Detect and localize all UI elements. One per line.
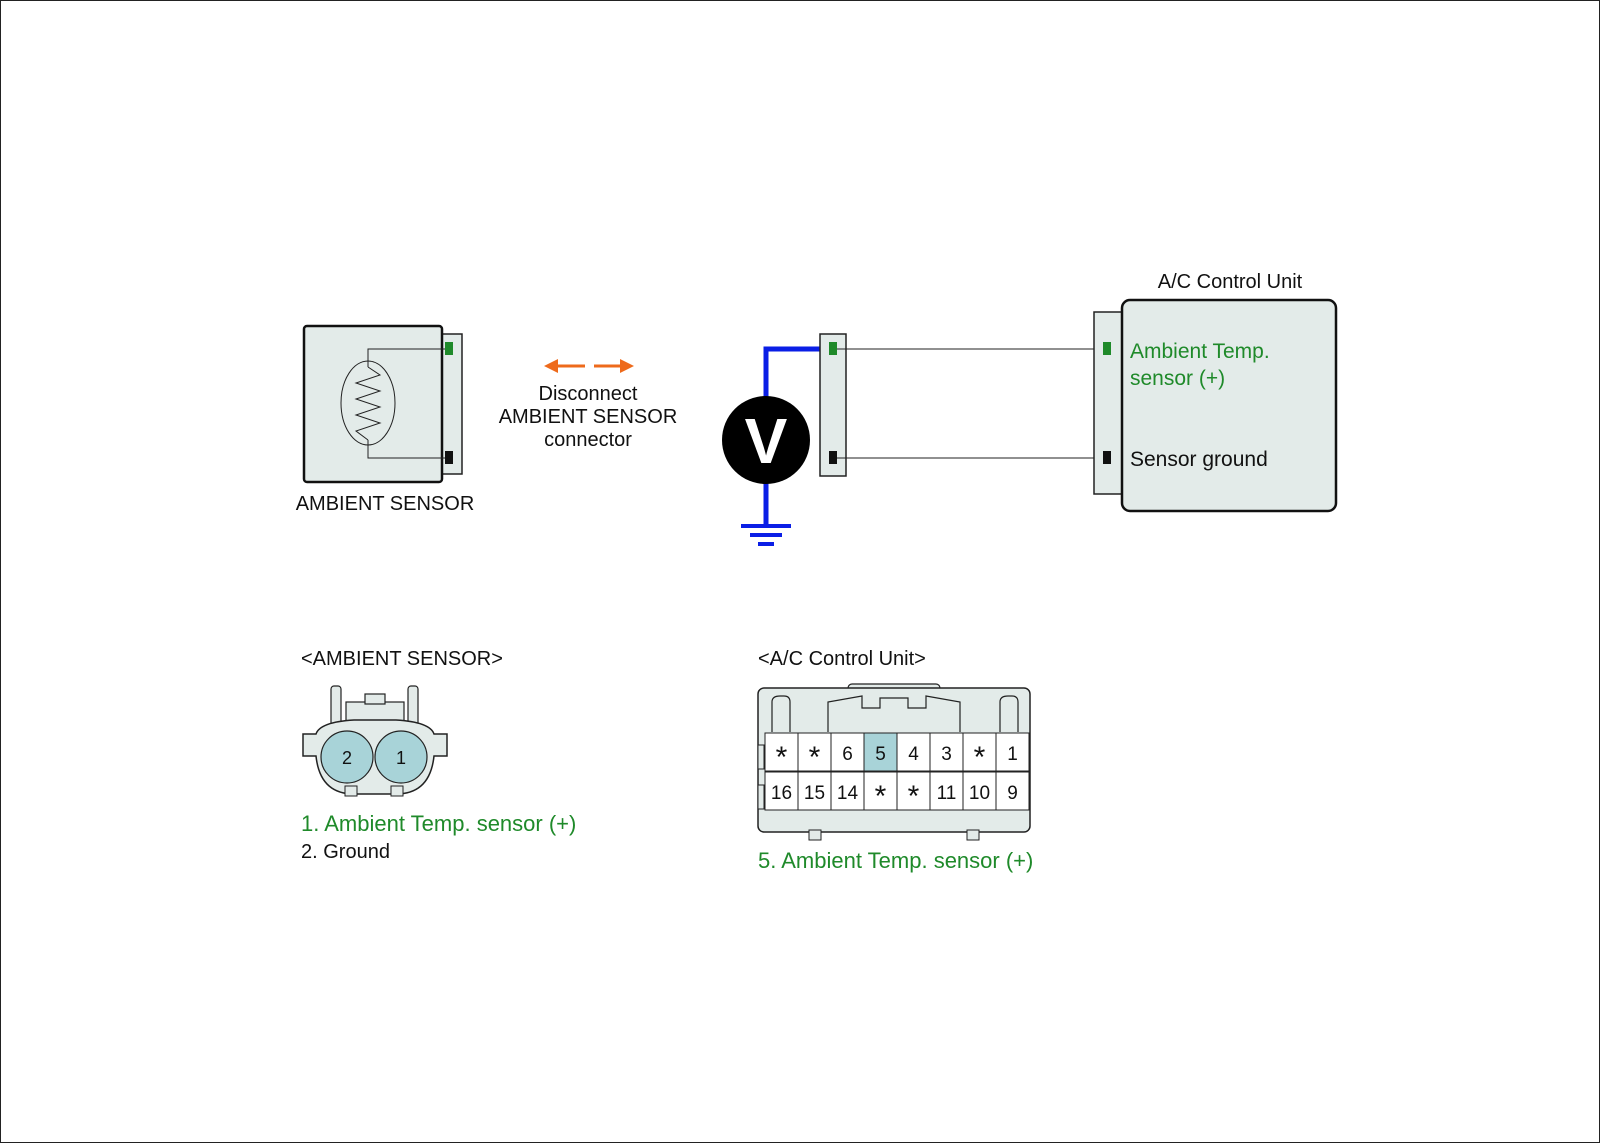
control-unit-body: [1120, 298, 1338, 513]
acu-connector-title: <A/C Control Unit>: [758, 648, 926, 670]
harness-pin-1: [829, 342, 837, 355]
acu-pin-label: *: [776, 741, 788, 774]
acu-connector-foot: [966, 829, 980, 841]
acu-pin-label: 16: [771, 783, 792, 804]
connector-foot: [390, 785, 404, 797]
ambient-sensor: AMBIENT SENSOR: [296, 324, 475, 515]
disconnect-line-2: AMBIENT SENSOR: [499, 406, 678, 428]
acu-pin-label: 1: [1007, 744, 1018, 765]
ambient-sensor-pin-1: [445, 342, 453, 355]
disconnect-line-1: Disconnect: [539, 383, 638, 405]
ambient-legend-item-2: 2. Ground: [301, 841, 390, 863]
acu-connector-latch-left: [771, 695, 791, 732]
acu-pin-label: 15: [804, 783, 825, 804]
harness-connector-body: [819, 333, 847, 477]
ambient-sensor-internal-wire: [367, 440, 445, 459]
positive-probe-lead: [763, 346, 830, 398]
disconnect-note: Disconnect AMBIENT SENSOR connector: [499, 359, 678, 451]
ambient-sensor-body: [302, 324, 444, 484]
voltmeter-icon: V: [722, 396, 810, 484]
acu-pin-label: *: [974, 741, 986, 774]
acu-pin-cell: [995, 732, 1030, 772]
control-unit-connector-body: [1093, 311, 1125, 495]
acu-pin-cell: [764, 732, 799, 772]
acu-pin-cell: [962, 771, 997, 811]
acu-pin-label: 5: [875, 744, 886, 765]
arrow-right-icon: [594, 359, 634, 373]
disconnect-line-3: connector: [544, 429, 632, 451]
acu-pin-label: 4: [908, 744, 919, 765]
ambient-sensor-pin-2: [445, 451, 453, 464]
acu-pin-cell: [929, 771, 964, 811]
acu-connector-notch: [757, 744, 765, 770]
acu-pin-label: 3: [941, 744, 952, 765]
connector-key-tab: [364, 693, 386, 705]
ambient-pin-label: 2: [342, 748, 352, 768]
acu-pin-label: 11: [937, 783, 957, 804]
acu-connector-notch: [757, 784, 765, 810]
acu-legend-item: 5. Ambient Temp. sensor (+): [758, 848, 1033, 873]
acu-pin-grid: * * 6 5 4 3 * 1 16 15 14 * * 11 10 9: [764, 732, 1030, 813]
connector-foot: [344, 785, 358, 797]
ground-symbol-icon: [741, 524, 791, 546]
acu-pin-cell: [995, 771, 1030, 811]
resistor-zigzag: [354, 366, 382, 441]
harness-pin-2: [829, 451, 837, 464]
ambient-connector-face: <AMBIENT SENSOR> 2 1 1. Ambient Temp. se…: [301, 648, 576, 863]
ambient-legend-item-1: 1. Ambient Temp. sensor (+): [301, 811, 576, 836]
control-unit-pin-ground: [1103, 451, 1111, 464]
harness-connector: [819, 333, 847, 477]
voltmeter-probe-wiring: V: [722, 346, 830, 546]
acu-connector-face: <A/C Control Unit> * * 6 5 4 3 * 1 16 15 14 * * 11 10 9…: [757, 648, 1033, 873]
ambient-connector-pin: [374, 730, 428, 784]
acu-connector-foot: [808, 829, 822, 841]
terminal-signal-line-1: Ambient Temp.: [1130, 340, 1270, 363]
control-unit-pin-signal: [1103, 342, 1111, 355]
ambient-connector-pin: [320, 730, 374, 784]
ambient-sensor-label: AMBIENT SENSOR: [296, 493, 475, 515]
acu-pin-label: *: [809, 741, 821, 774]
acu-pin-cell: [929, 732, 964, 772]
terminal-signal-line-2: sensor (+): [1130, 367, 1225, 390]
acu-pin-label: *: [908, 780, 920, 813]
acu-connector-key-detail: [827, 695, 961, 732]
control-unit-title: A/C Control Unit: [1158, 271, 1303, 293]
acu-connector-latch-right: [999, 695, 1019, 732]
terminal-ground-label: Sensor ground: [1130, 448, 1268, 471]
acu-pin-cell: [797, 732, 832, 772]
acu-pin-label: 9: [1007, 783, 1018, 804]
acu-pin-cell: [863, 771, 898, 811]
acu-pin-label: 6: [842, 744, 853, 765]
acu-pin-label: 10: [969, 783, 990, 804]
acu-pin-cell: [896, 732, 931, 772]
acu-pin-label: 14: [837, 783, 859, 804]
ambient-connector-title: <AMBIENT SENSOR>: [301, 648, 503, 670]
thermistor-icon: [340, 360, 396, 446]
arrow-left-icon: [544, 359, 585, 373]
acu-pin-label: *: [875, 780, 887, 813]
voltmeter-symbol: V: [745, 405, 788, 477]
ambient-pin-label: 1: [396, 748, 406, 768]
acu-pin-cell: [830, 771, 865, 811]
ac-control-unit: A/C Control Unit Ambient Temp. sensor (+…: [1093, 271, 1338, 513]
